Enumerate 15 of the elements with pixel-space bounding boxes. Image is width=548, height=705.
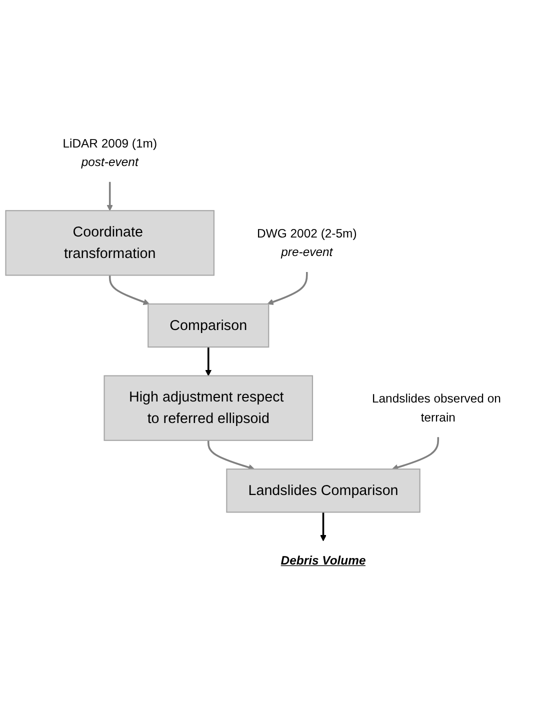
- node-box: Landslides Comparison: [226, 468, 420, 513]
- arrow: [106, 182, 114, 212]
- node-box: Coordinate transformation: [5, 210, 214, 276]
- node-text: LiDAR 2009 (1m) post-event: [62, 136, 158, 169]
- arrow: [392, 437, 440, 471]
- node-text: Landslides observed on terrain: [372, 392, 501, 424]
- arrow: [207, 440, 255, 471]
- arrow: [267, 272, 308, 306]
- node-box: Comparison: [148, 304, 270, 348]
- arrow: [205, 347, 212, 376]
- node-text: DWG 2002 (2-5m) pre-event: [257, 227, 357, 259]
- arrow: [108, 276, 150, 306]
- node-box: High adjustment respect to referred ellipsoid: [104, 375, 314, 442]
- arrow: [320, 512, 326, 542]
- node-text: Debris Volume: [280, 554, 366, 568]
